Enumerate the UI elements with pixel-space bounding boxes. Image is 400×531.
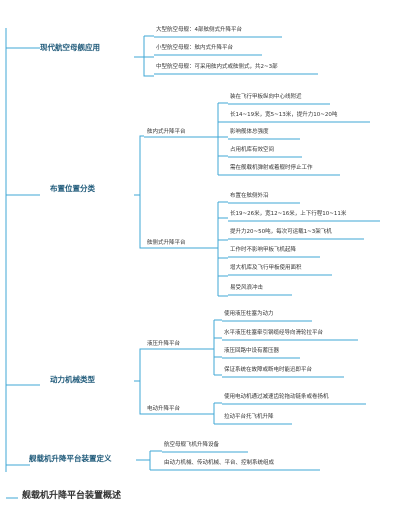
leaf-electric-drag: 拉动平台托飞机升降 bbox=[224, 414, 274, 420]
root-topic: 舰载机升降平台装置概述 bbox=[22, 491, 122, 501]
branch-definition: 舰载机升降平台装置定义 bbox=[29, 454, 112, 463]
leaf-edge-size: 长19~26米，宽12~16米，上下行程10~11米 bbox=[230, 211, 347, 217]
leaf-inboard-position: 装在飞行甲板纵向中心线附近 bbox=[230, 94, 302, 100]
branch-layout-classification: 布置位置分类 bbox=[50, 184, 95, 193]
leaf-hydraulic-failsafe: 保证系统在故障或断电时能迅即平台 bbox=[224, 367, 313, 373]
branch-modern-carrier-application: 现代航空母舰应用 bbox=[40, 43, 100, 52]
group-electric-lift: 电动升降平台 bbox=[147, 406, 181, 412]
branch-power-machinery-type: 动力机械类型 bbox=[50, 375, 95, 384]
leaf-inboard-hull-strength: 影响舰体总强度 bbox=[230, 129, 269, 135]
leaf-inboard-hangar-space: 占用机库有效空间 bbox=[230, 147, 275, 153]
leaf-inboard-stop-work: 需在舰载机弹射或着舰时停止工作 bbox=[230, 165, 313, 171]
leaf-small-carrier: 小型航空母舰：舷内式升降平台 bbox=[156, 45, 234, 51]
leaf-edge-waves: 易受风浪冲击 bbox=[230, 285, 264, 291]
leaf-definition-composition: 由动力机械、传动机械、平台、控制系统组成 bbox=[164, 460, 275, 466]
leaf-edge-no-interference: 工作时不影响甲板飞机起降 bbox=[230, 247, 297, 253]
leaf-edge-more-area: 增大机库及飞行甲板使用面积 bbox=[230, 265, 302, 271]
leaf-hydraulic-plunger: 使用液压柱塞为动力 bbox=[224, 311, 274, 317]
leaf-definition-equipment: 航空母舰飞机升降设备 bbox=[164, 442, 220, 448]
group-hydraulic-lift: 液压升降平台 bbox=[147, 341, 181, 347]
leaf-inboard-size: 长14~19米，宽5~13米，提升力10~20吨 bbox=[230, 112, 338, 118]
leaf-hydraulic-accumulator: 液压回路中设有蓄压器 bbox=[224, 348, 280, 354]
group-inboard-lift: 舷内式升降平台 bbox=[147, 129, 186, 135]
leaf-electric-motor: 使用电动机通过减速齿轮拖动链条或卷扬机 bbox=[224, 394, 329, 400]
leaf-hydraulic-cable: 水平液压柱塞牵引钢缆经导向滑轮拉平台 bbox=[224, 330, 324, 336]
leaf-edge-position: 布置在舷侧外沿 bbox=[230, 193, 269, 199]
leaf-edge-capacity: 提升力20~50吨，每次可运载1~3架飞机 bbox=[230, 229, 332, 235]
leaf-medium-carrier: 中型航空母舰：可采用舷内式或舷侧式，共2~3部 bbox=[156, 64, 278, 70]
group-deck-edge-lift: 舷侧式升降平台 bbox=[147, 240, 186, 246]
leaf-large-carrier: 大型航空母舰：4部舷侧式升降平台 bbox=[156, 27, 243, 33]
